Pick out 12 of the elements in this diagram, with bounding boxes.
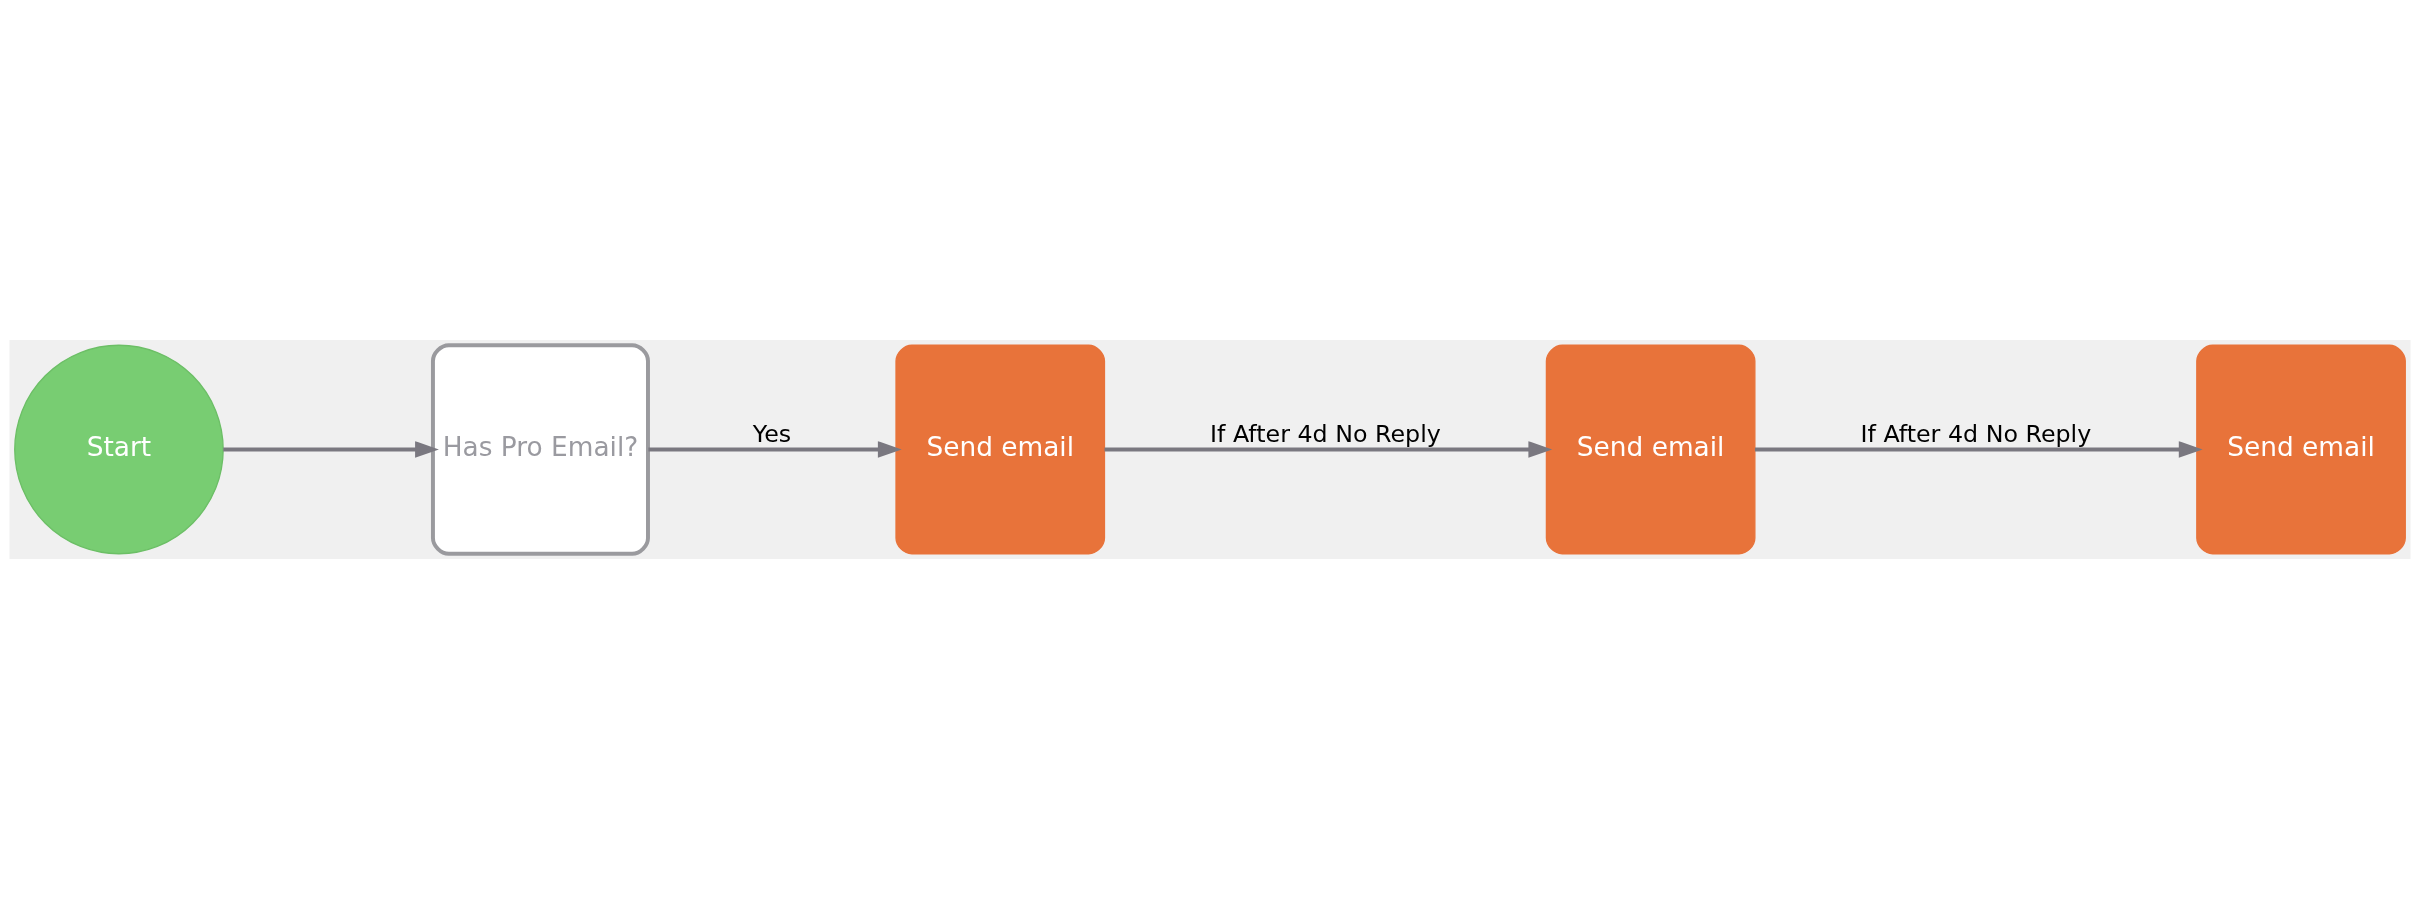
edge-label: If After 4d No Reply bbox=[1210, 420, 1441, 449]
arrow bbox=[1104, 441, 1553, 458]
node-box: Send email bbox=[895, 344, 1106, 555]
arrow bbox=[1754, 441, 2203, 458]
edge-label: If After 4d No Reply bbox=[1860, 420, 2092, 449]
node-circle: Start bbox=[14, 344, 224, 555]
node-box: Send email bbox=[2196, 344, 2406, 555]
node-box: Send email bbox=[1545, 344, 1756, 555]
node-box: Has Pro Email? bbox=[430, 343, 650, 556]
arrow bbox=[223, 441, 439, 458]
edge-label: Yes bbox=[752, 420, 792, 449]
arrow bbox=[648, 441, 902, 458]
